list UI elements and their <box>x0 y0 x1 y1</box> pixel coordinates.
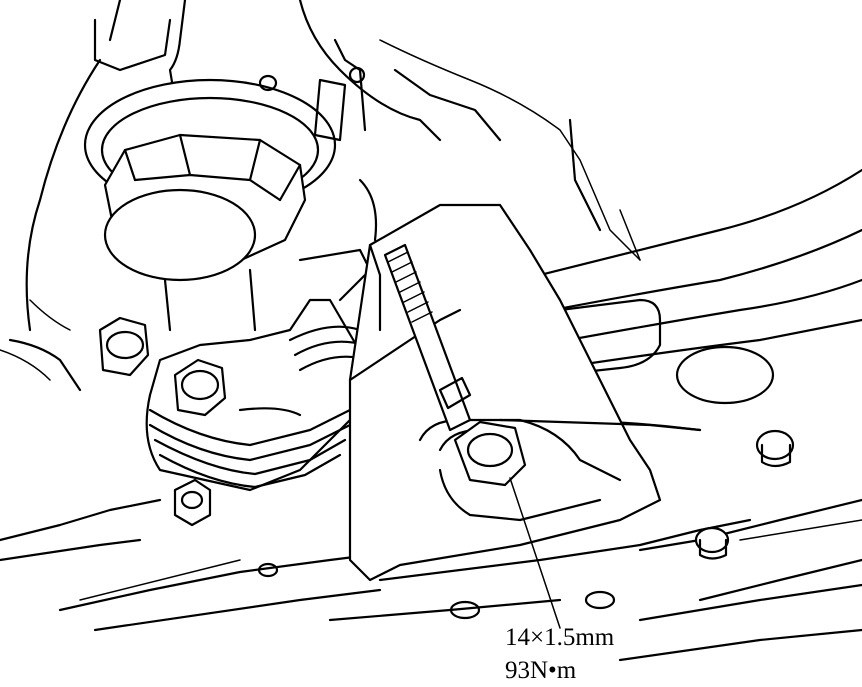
lower-arm <box>145 298 372 492</box>
torque-label: 93N•m <box>505 657 577 684</box>
ball-joint-nut <box>83 66 378 332</box>
mounting-bracket <box>348 203 702 582</box>
vehicle-frame <box>0 0 862 662</box>
frame-studs <box>257 429 795 620</box>
long-bolt <box>383 243 527 487</box>
bolt-size-label: 14×1.5mm <box>505 624 615 651</box>
callout-leader-line <box>509 477 561 629</box>
arm-bolts <box>98 316 227 527</box>
